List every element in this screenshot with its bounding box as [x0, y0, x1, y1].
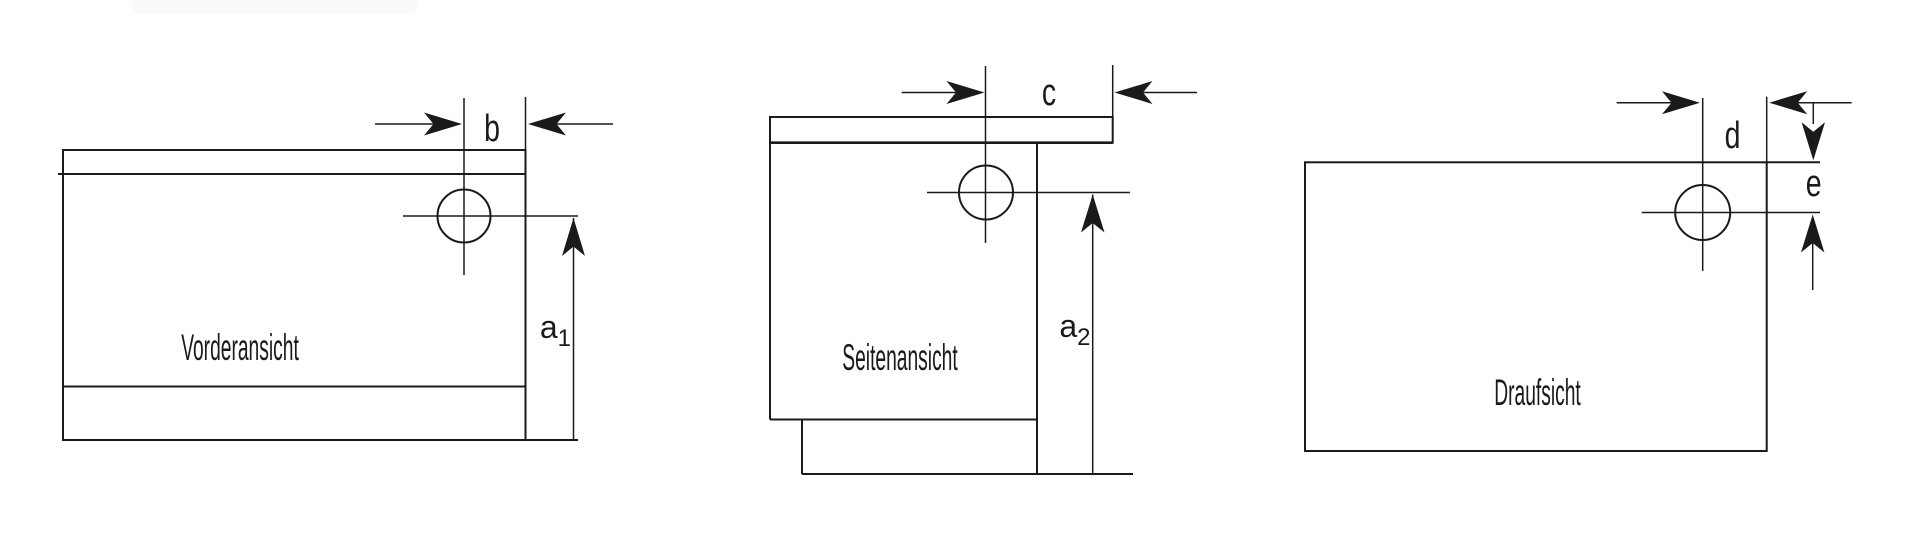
dim-e-label: e: [1806, 163, 1822, 205]
dimension-c: c: [901, 72, 1197, 114]
dim-c-right-pointing-arrowhead: [946, 81, 985, 104]
dimension-b: b: [375, 108, 613, 150]
front-view: b a1 Vorderansicht: [58, 97, 613, 441]
dim-c-left-pointing-arrowhead: [1114, 81, 1153, 104]
dim-b-left-pointing-arrowhead: [528, 112, 566, 136]
top-body-outline: [1304, 161, 1768, 453]
side-top-flange-outline: [769, 116, 1114, 144]
side-view-label: Seitenansicht: [842, 337, 957, 378]
dimension-a1: a1: [540, 218, 585, 440]
front-body-outline: [62, 149, 527, 441]
dim-d-left-pointing-arrowhead: [1769, 91, 1808, 115]
dim-b-right-pointing-arrowhead: [424, 112, 462, 136]
dim-e-up-arrowhead: [1801, 214, 1825, 253]
dim-a1-label: a1: [540, 309, 571, 352]
dim-e-down-arrowhead: [1801, 122, 1825, 161]
dim-c-label: c: [1042, 72, 1056, 114]
dimension-a2: a2: [1059, 194, 1105, 474]
dim-d-right-pointing-arrowhead: [1662, 91, 1700, 115]
faint-toolbar-artifact: [132, 0, 418, 15]
dimension-e: e: [1801, 103, 1825, 290]
dim-d-label: d: [1725, 115, 1741, 157]
front-view-label: Vorderansicht: [181, 327, 299, 368]
dim-b-label: b: [484, 108, 500, 150]
top-view: d e Draufsicht: [1304, 91, 1852, 453]
dim-a2-up-arrowhead: [1081, 194, 1105, 233]
dim-a1-up-arrowhead: [562, 218, 585, 256]
top-view-label: Draufsicht: [1494, 372, 1581, 413]
dim-a2-label: a2: [1059, 308, 1090, 351]
dimension-d: d: [1616, 91, 1852, 157]
side-view: c a2 Seitenansicht: [769, 65, 1197, 475]
